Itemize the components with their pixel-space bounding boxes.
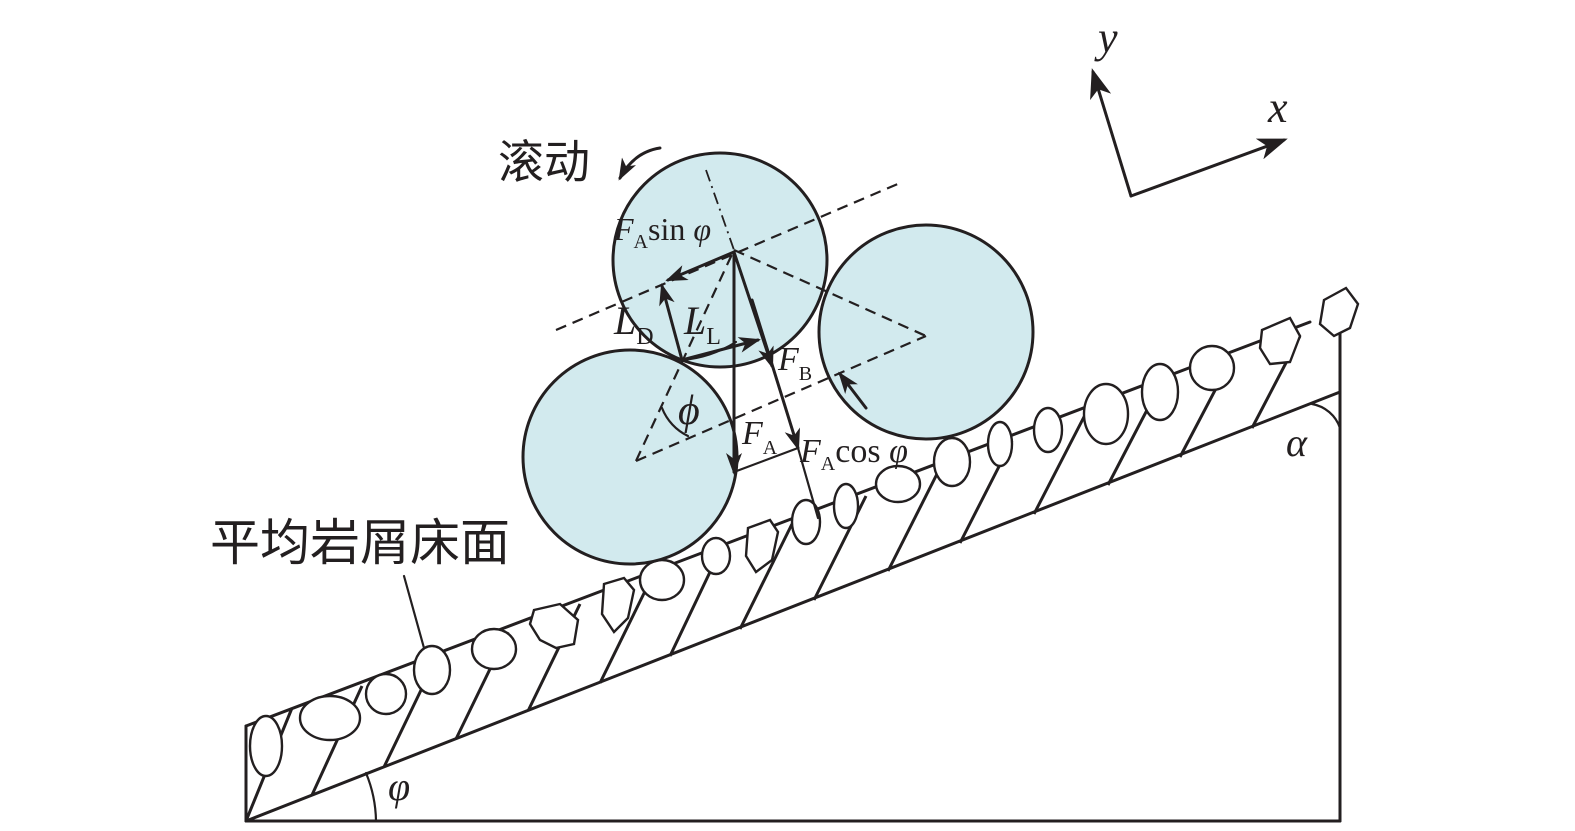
coordinate-axes: y x — [1090, 13, 1288, 198]
x-axis-label: x — [1267, 83, 1288, 132]
angle-phi-label: φ — [388, 764, 410, 809]
angle-alpha-label: α — [1286, 420, 1308, 465]
force-labels: FAsin φ LD LL FB ϕ FA FAcos φ — [613, 211, 908, 475]
bottom-left-particle — [521, 348, 739, 566]
fa-label: FA — [741, 415, 778, 459]
rolling-annotation: 滚动 — [498, 135, 662, 189]
phi-contact-arc — [660, 406, 690, 438]
y-axis-label: y — [1094, 13, 1118, 62]
lift-l-label: LL — [683, 298, 721, 350]
x-axis-line — [1129, 138, 1288, 198]
bed-surface-label: 平均岩屑床面 — [210, 514, 510, 572]
phi-contact-label: ϕ — [678, 388, 700, 434]
bed-surface-annotation: 平均岩屑床面 — [210, 514, 510, 650]
top-particle — [611, 151, 829, 369]
bed-surface-leader — [402, 574, 426, 650]
incline-hypotenuse-line — [244, 390, 1342, 823]
lift-d-label: LD — [613, 298, 654, 350]
bed-particles — [248, 286, 1360, 778]
fa-sin-label: FAsin φ — [613, 211, 711, 253]
lift-l-arc — [680, 340, 738, 362]
force-vectors — [659, 250, 868, 520]
lift-d-arrow — [659, 283, 684, 362]
fa-cos-label: FAcos φ — [799, 433, 908, 475]
right-particle — [817, 223, 1035, 441]
y-axis-line — [1090, 68, 1133, 198]
angle-alpha-arc — [1310, 402, 1342, 430]
fb-label: FB — [777, 341, 812, 385]
contact-arrow — [838, 371, 868, 410]
fa-cos-tail-line — [796, 446, 820, 520]
fa-cos-base-line — [732, 446, 800, 474]
fa-sin-arrow — [665, 250, 736, 282]
angle-phi-arc — [364, 771, 378, 823]
rolling-arrow — [618, 146, 662, 181]
rolling-label: 滚动 — [498, 135, 590, 189]
construction-lines — [555, 169, 927, 463]
bed-hatching — [244, 335, 1302, 822]
fa-cos-arrow — [750, 298, 801, 451]
